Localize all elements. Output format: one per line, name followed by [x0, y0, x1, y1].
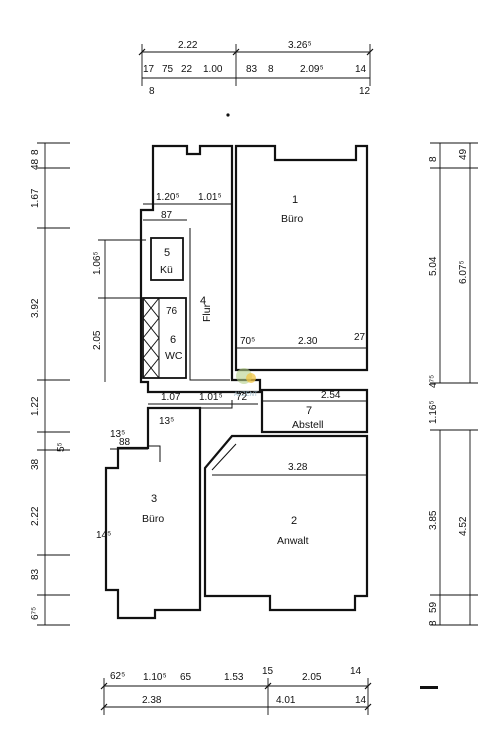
dim-left-4: 3.92 [30, 298, 41, 318]
dim-right-inner-5: 3.85 [428, 510, 439, 530]
wc-hatch [142, 297, 160, 379]
bottom-dimensions: 62⁵ 1.10⁵ 65 1.53 15 2.05 14 2.38 4.01 1… [100, 666, 372, 715]
dim-int-13: 13⁵ [110, 429, 125, 440]
dim-left-5: 1.22 [30, 396, 41, 416]
room-1-name: Büro [281, 213, 303, 225]
dim-bottom-r2-3: 14 [355, 695, 367, 706]
dim-right-inner-6: 59 [428, 601, 439, 613]
dim-int-8: 1.07 [161, 392, 181, 403]
room-4-number: 4 [200, 295, 206, 307]
dim-left-inner-2: 2.05 [92, 330, 103, 350]
dim-int-16: 14⁵ [96, 530, 111, 541]
dim-bottom-r1-5: 15 [262, 666, 274, 677]
room-1-number: 1 [292, 194, 298, 206]
dim-top-1: 2.22 [178, 40, 198, 51]
dim-bottom-r1-1: 62⁵ [110, 671, 125, 682]
room-2-name: Anwalt [277, 535, 309, 547]
wall-room-2-inner [211, 443, 237, 471]
dim-left-inner-3: 5⁵ [56, 442, 67, 452]
dim-bottom-r1-6: 2.05 [302, 672, 322, 683]
dim-left-6: 38 [30, 458, 41, 470]
dim-top-r2-2: 75 [162, 64, 174, 75]
dim-int-1: 1.20⁵ [156, 192, 180, 203]
dim-left-inner-1: 1.06⁵ [92, 251, 103, 275]
room-6-number: 6 [170, 334, 176, 346]
dim-int-4: 76 [166, 306, 178, 317]
dim-right-outer-3: 4.52 [458, 516, 469, 536]
room-7-number: 7 [306, 405, 312, 417]
dim-top-r2-5: 83 [246, 64, 258, 75]
room-2-number: 2 [291, 515, 297, 527]
room-4-name: Flur [201, 303, 213, 322]
dim-right-outer-2: 6.07⁵ [458, 260, 469, 284]
dim-int-15: 3.28 [288, 462, 308, 473]
dim-right-inner-1: 8 [428, 156, 439, 162]
right-dimensions: 49 6.07⁵ 4.52 8 5.04 4⁷⁵ 1.16⁵ 3.85 59 8 [428, 142, 478, 626]
dim-left-3: 1.67 [30, 188, 41, 208]
dim-bottom-r1-7: 14 [350, 666, 362, 677]
room-6-name: WC [165, 350, 183, 362]
dim-bottom-r2-2: 4.01 [276, 695, 296, 706]
dim-bottom-r1-3: 65 [180, 672, 192, 683]
left-dimensions: 8 48 1.67 3.92 1.22 38 2.22 83 6⁷⁵ 1.06⁵… [30, 142, 146, 626]
dim-top-r2-1: 17 [143, 64, 155, 75]
wall-room-3-link [148, 445, 161, 462]
wall-room-2 [203, 434, 369, 612]
dim-top-2: 3.26⁵ [288, 40, 312, 51]
dim-bottom-r2-1: 2.38 [142, 695, 162, 706]
dim-bottom-r1-2: 1.10⁵ [143, 672, 167, 683]
logo-circle-yellow [246, 373, 256, 383]
dim-int-2: 1.01⁵ [198, 192, 222, 203]
dim-top-r2-8: 14 [355, 64, 367, 75]
dim-left-7: 2.22 [30, 506, 41, 526]
dim-top-r3-2: 12 [359, 86, 371, 97]
dim-int-14: 88 [119, 437, 131, 448]
room-labels: 1 Büro 2 Anwalt 3 Büro 4 Flur 5 Kü 6 WC … [142, 194, 324, 547]
dim-top-r2-3: 22 [181, 64, 193, 75]
dim-left-9: 6⁷⁵ [30, 607, 41, 620]
room-3-number: 3 [151, 493, 157, 505]
dim-int-9: 1.01⁵ [199, 392, 223, 403]
dim-right-outer-1: 49 [458, 148, 469, 160]
top-dimensions: 2.22 3.26⁵ 17 75 22 1.00 83 8 2.09⁵ 14 8… [138, 40, 374, 97]
wall-corridor-inner [189, 228, 230, 381]
dim-bottom-r1-4: 1.53 [224, 672, 244, 683]
dim-left-8: 83 [30, 568, 41, 580]
dim-left-1: 8 [30, 149, 41, 155]
wall-room-3-divider [148, 400, 233, 409]
walls [104, 144, 369, 620]
interior-dimensions: 1.20⁵ 1.01⁵ 87 76 70⁵ 2.30 27 1.07 1.01⁵… [96, 192, 367, 541]
dim-right-inner-7: 8 [428, 620, 439, 626]
dim-top-r2-7: 2.09⁵ [300, 64, 324, 75]
dim-top-r3-1: 8 [149, 86, 155, 97]
wall-left-block [139, 144, 262, 394]
dim-int-11: 2.54 [321, 390, 341, 401]
dim-right-inner-4: 1.16⁵ [428, 400, 439, 424]
dim-int-10: 72 [236, 392, 248, 403]
wall-room-7 [260, 388, 369, 434]
dim-left-2: 48 [30, 158, 41, 170]
dim-int-6: 2.30 [298, 336, 318, 347]
room-3-name: Büro [142, 513, 164, 525]
dim-int-3: 87 [161, 210, 173, 221]
room-5-name: Kü [160, 264, 173, 276]
dim-right-inner-2: 5.04 [428, 256, 439, 276]
room-7-name: Abstell [292, 419, 324, 431]
logo-text: AKZENT [234, 392, 258, 398]
north-marker [420, 686, 438, 689]
dim-right-inner-3: 4⁷⁵ [428, 375, 439, 388]
dim-top-r2-6: 8 [268, 64, 274, 75]
akzent-logo: AKZENT [234, 368, 258, 398]
room-5-number: 5 [164, 247, 170, 259]
wall-room-1 [234, 144, 369, 372]
dim-top-r2-4: 1.00 [203, 64, 223, 75]
dim-int-5: 70⁵ [240, 336, 255, 347]
dim-int-7: 27 [354, 332, 366, 343]
kitchen-box [150, 237, 184, 281]
dim-int-12: 13⁵ [159, 416, 174, 427]
window-dot [226, 113, 230, 117]
